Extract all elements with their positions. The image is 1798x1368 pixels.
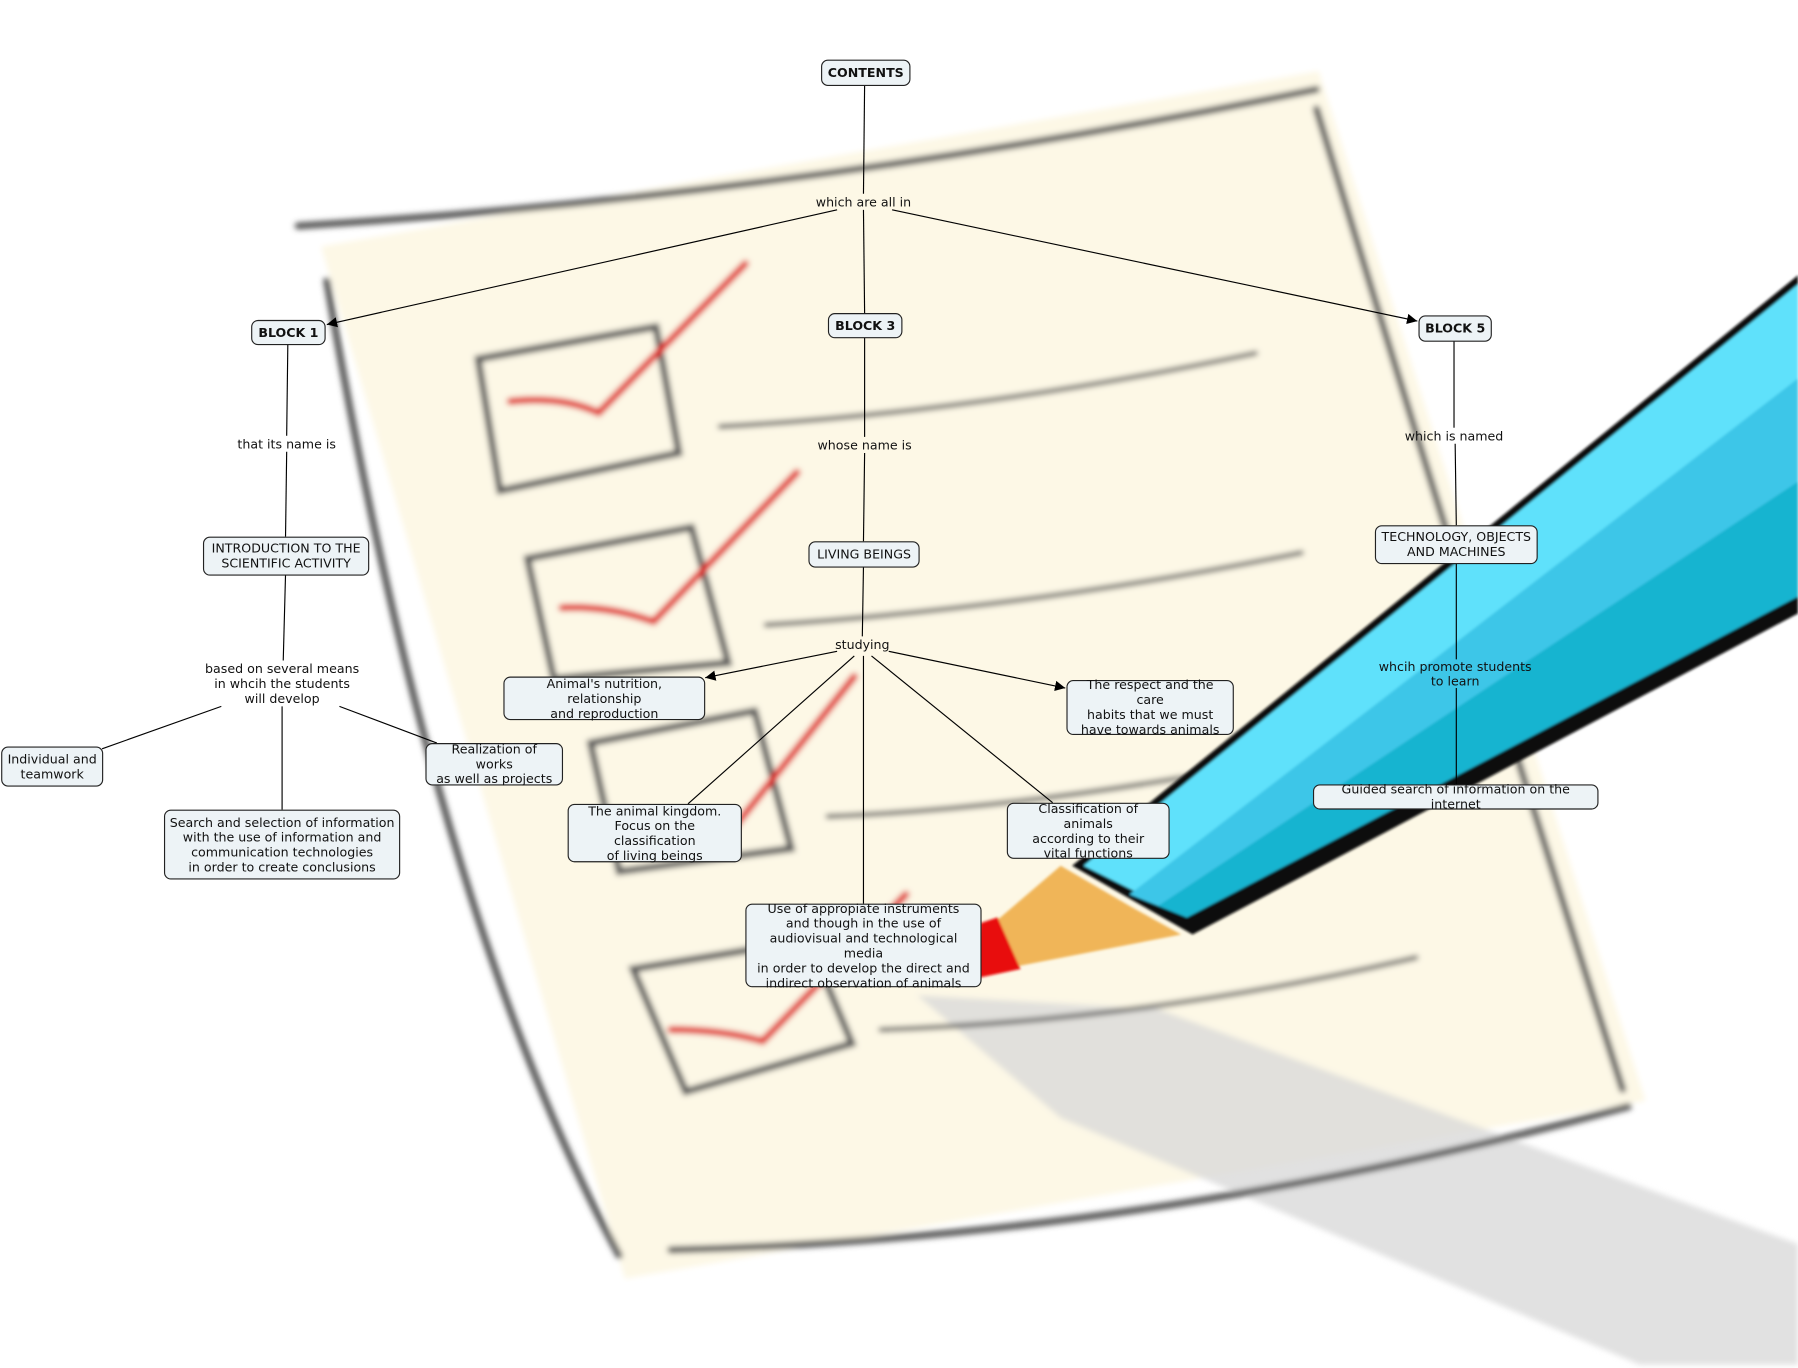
node-block-3[interactable]: BLOCK 3 bbox=[827, 313, 903, 339]
root-node-contents[interactable]: CONTENTS bbox=[821, 59, 911, 87]
pencil-icon bbox=[976, 275, 1798, 979]
link-label-based-on-several-means: based on several means in whcih the stud… bbox=[205, 661, 360, 707]
node-realization-works-projects[interactable]: Realization of works as well as projects bbox=[425, 742, 564, 787]
link-label-whose-name-is: whose name is bbox=[817, 438, 912, 453]
node-use-of-instruments[interactable]: Use of appropiate instruments and though… bbox=[745, 901, 982, 990]
link-label-which-is-named: which is named bbox=[1404, 428, 1504, 444]
link-label-studying: studying bbox=[835, 637, 890, 653]
node-animal-nutrition[interactable]: Animal's nutrition, relationship and rep… bbox=[503, 676, 706, 721]
node-introduction-scientific-activity[interactable]: INTRODUCTION TO THE SCIENTIFIC ACTIVITY bbox=[202, 536, 370, 576]
node-respect-and-care[interactable]: The respect and the care habits that we … bbox=[1066, 678, 1234, 737]
node-guided-search-internet[interactable]: Guided search of information on the inte… bbox=[1312, 782, 1599, 812]
node-individual-teamwork[interactable]: Individual and teamwork bbox=[1, 746, 104, 787]
node-search-selection-information[interactable]: Search and selection of information with… bbox=[163, 809, 401, 880]
node-classification-of-animals[interactable]: Classification of animals according to t… bbox=[1006, 801, 1170, 861]
node-block-5[interactable]: BLOCK 5 bbox=[1418, 315, 1492, 342]
node-animal-kingdom[interactable]: The animal kingdom. Focus on the classif… bbox=[567, 803, 742, 863]
link-label-which-are-all-in: which are all in bbox=[815, 194, 912, 210]
node-block-1[interactable]: BLOCK 1 bbox=[251, 319, 326, 346]
node-technology-objects-machines[interactable]: TECHNOLOGY, OBJECTS AND MACHINES bbox=[1374, 525, 1538, 565]
link-label-that-its-name-is: that its name is bbox=[237, 436, 336, 452]
connector-lines bbox=[101, 84, 1457, 904]
node-living-beings[interactable]: LIVING BEINGS bbox=[808, 541, 920, 568]
link-label-promote-students-to-learn: whcih promote students to learn bbox=[1378, 659, 1532, 690]
